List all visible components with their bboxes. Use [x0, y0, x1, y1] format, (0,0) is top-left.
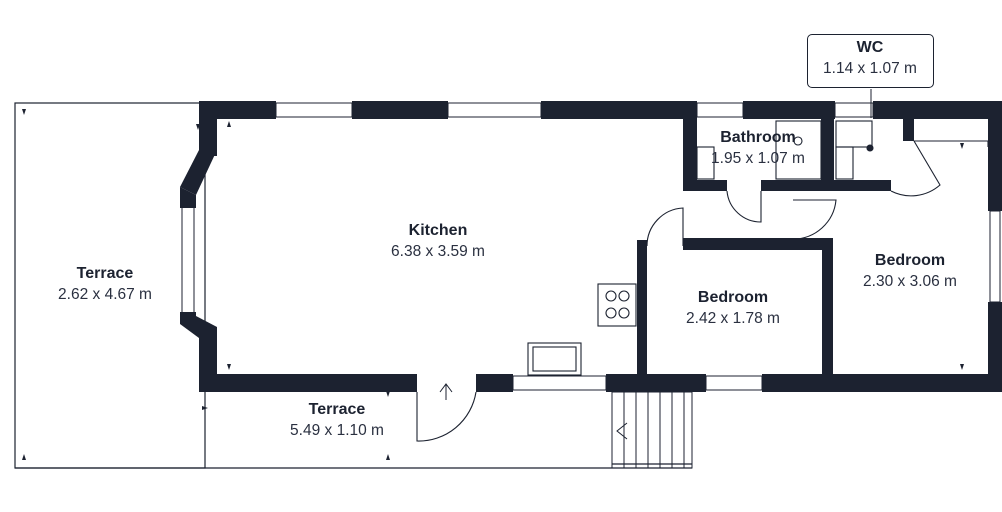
- basin-icon: [696, 146, 715, 180]
- room-bedroom-east: Bedroom 2.30 x 3.06 m: [863, 251, 957, 293]
- room-name: Bedroom: [874, 252, 946, 269]
- stairs: [611, 391, 693, 469]
- dimension-markers: [22, 109, 964, 460]
- entrance-arrow-icon: [439, 383, 453, 400]
- sink-icon: [527, 342, 582, 376]
- room-terrace-south: Terrace 5.49 x 1.10 m: [290, 400, 384, 442]
- room-dimensions: 1.14 x 1.07 m: [823, 60, 917, 77]
- room-dimensions: 6.38 x 3.59 m: [391, 243, 485, 260]
- hob-icon: [597, 283, 637, 327]
- room-dimensions: 1.95 x 1.07 m: [711, 150, 805, 167]
- room-name: Terrace: [76, 265, 134, 282]
- fixtures: [527, 120, 874, 376]
- room-bathroom: Bathroom 1.95 x 1.07 m: [711, 128, 805, 170]
- walls: [180, 101, 1002, 392]
- bathtub-icon: [775, 120, 822, 180]
- room-kitchen: Kitchen 6.38 x 3.59 m: [391, 221, 485, 263]
- room-name: Kitchen: [408, 222, 468, 239]
- windows: [181, 102, 1001, 391]
- room-name: WC: [856, 39, 884, 56]
- room-name: Bathroom: [720, 129, 796, 146]
- room-dimensions: 5.49 x 1.10 m: [290, 422, 384, 439]
- room-terrace-west: Terrace 2.62 x 4.67 m: [58, 264, 152, 306]
- room-name: Bedroom: [697, 289, 769, 306]
- wc-callout: [807, 34, 934, 88]
- room-dimensions: 2.42 x 1.78 m: [686, 310, 780, 327]
- doors: [416, 140, 989, 442]
- toilet-icon: [835, 120, 873, 148]
- room-wc: WC 1.14 x 1.07 m: [823, 38, 917, 80]
- room-dimensions: 2.62 x 4.67 m: [58, 286, 152, 303]
- room-name: Terrace: [308, 401, 366, 418]
- room-bedroom-small: Bedroom 2.42 x 1.78 m: [686, 288, 780, 330]
- room-dimensions: 2.30 x 3.06 m: [863, 273, 957, 290]
